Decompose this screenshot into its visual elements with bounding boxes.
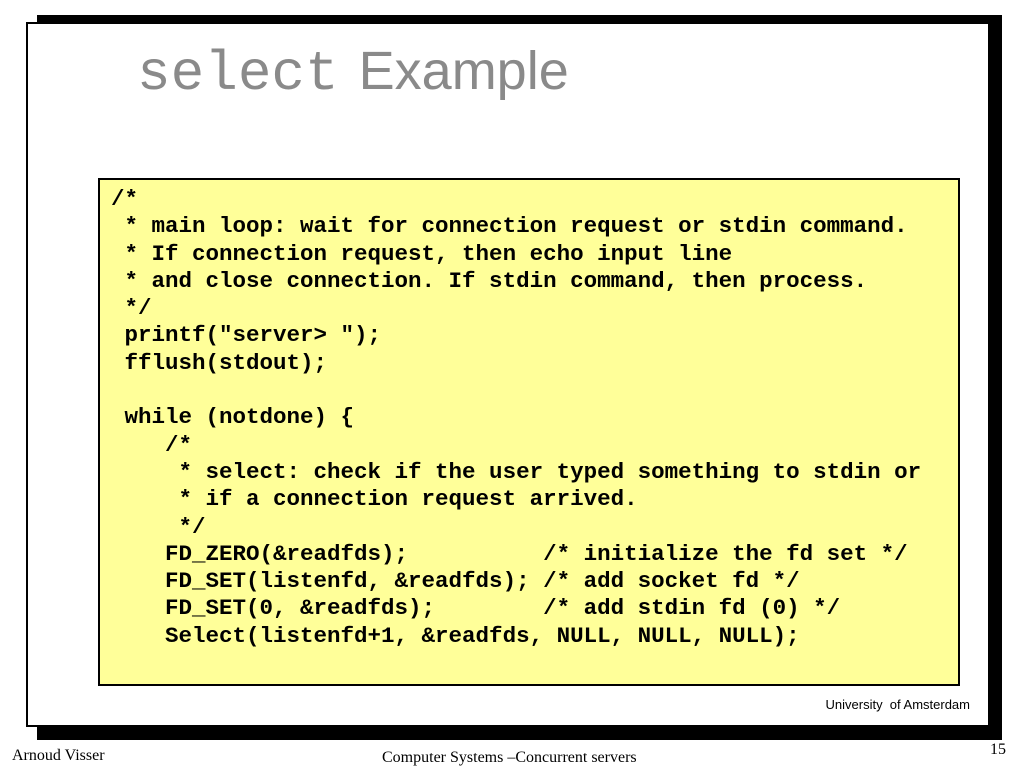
- slide-title: select Example: [137, 36, 569, 106]
- footer-course-title: Computer Systems –Concurrent servers: [382, 749, 637, 766]
- footer-author: Arnoud Visser: [12, 747, 105, 764]
- title-text-word: Example: [358, 41, 569, 101]
- affiliation-label: University of Amsterdam: [825, 697, 971, 712]
- title-code-word: select: [137, 42, 339, 106]
- code-listing: /* * main loop: wait for connection requ…: [111, 186, 922, 649]
- code-box: /* * main loop: wait for connection requ…: [98, 178, 960, 686]
- footer-page-number: 15: [990, 741, 1006, 758]
